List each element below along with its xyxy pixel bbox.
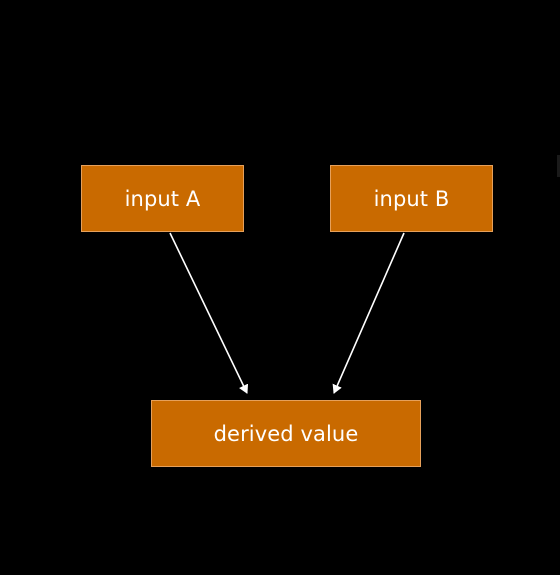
edge-input-a-to-derived (169, 232, 249, 394)
edge-fragment (557, 155, 560, 177)
node-input-a-label: input A (124, 186, 201, 211)
node-derived-value: derived value (151, 400, 421, 467)
node-input-b-label: input B (373, 186, 450, 211)
node-input-b: input B (330, 165, 493, 232)
node-input-a: input A (81, 165, 244, 232)
edge-input-b-to-derived (332, 232, 405, 394)
node-derived-value-label: derived value (213, 421, 359, 446)
